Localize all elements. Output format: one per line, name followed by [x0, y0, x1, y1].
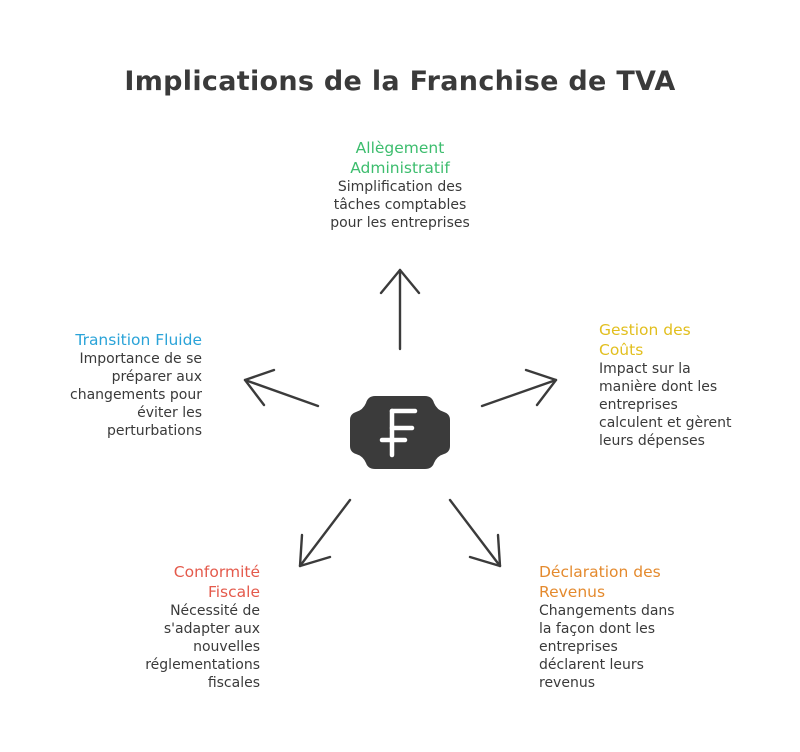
franc-sign-icon — [379, 408, 418, 458]
node-description: Importance de se préparer aux changement… — [70, 351, 202, 439]
arrow-up — [379, 268, 421, 351]
node-heading: Déclaration des Revenus — [539, 563, 661, 601]
arrow-upper-right — [480, 368, 558, 408]
node-description: Nécessité de s'adapter aux nouvelles rég… — [145, 603, 260, 691]
node-heading: Gestion des Coûts — [599, 321, 691, 359]
node-allegement-administratif: Allègement Administratif Simplification … — [300, 138, 500, 232]
arrows — [243, 268, 558, 568]
node-transition-fluide: Transition Fluide Importance de se prépa… — [40, 330, 202, 440]
node-description: Changements dans la façon dont les entre… — [539, 603, 675, 691]
node-heading: Transition Fluide — [75, 331, 202, 349]
node-gestion-des-couts: Gestion des Coûts Impact sur la manière … — [599, 320, 759, 450]
node-conformite-fiscale: Conformité Fiscale Nécessité de s'adapte… — [98, 562, 260, 692]
arrow-lower-left — [298, 498, 352, 568]
node-description: Simplification des tâches comptables pou… — [330, 179, 470, 231]
arrow-upper-left — [243, 368, 320, 408]
node-heading: Conformité Fiscale — [173, 563, 260, 601]
node-description: Impact sur la manière dont les entrepris… — [599, 361, 732, 449]
center-badge — [350, 396, 450, 469]
diagram-title: Implications de la Franchise de TVA — [124, 66, 676, 97]
arrow-lower-right — [448, 498, 502, 568]
node-declaration-des-revenus: Déclaration des Revenus Changements dans… — [539, 562, 699, 692]
node-heading: Allègement Administratif — [350, 139, 450, 177]
